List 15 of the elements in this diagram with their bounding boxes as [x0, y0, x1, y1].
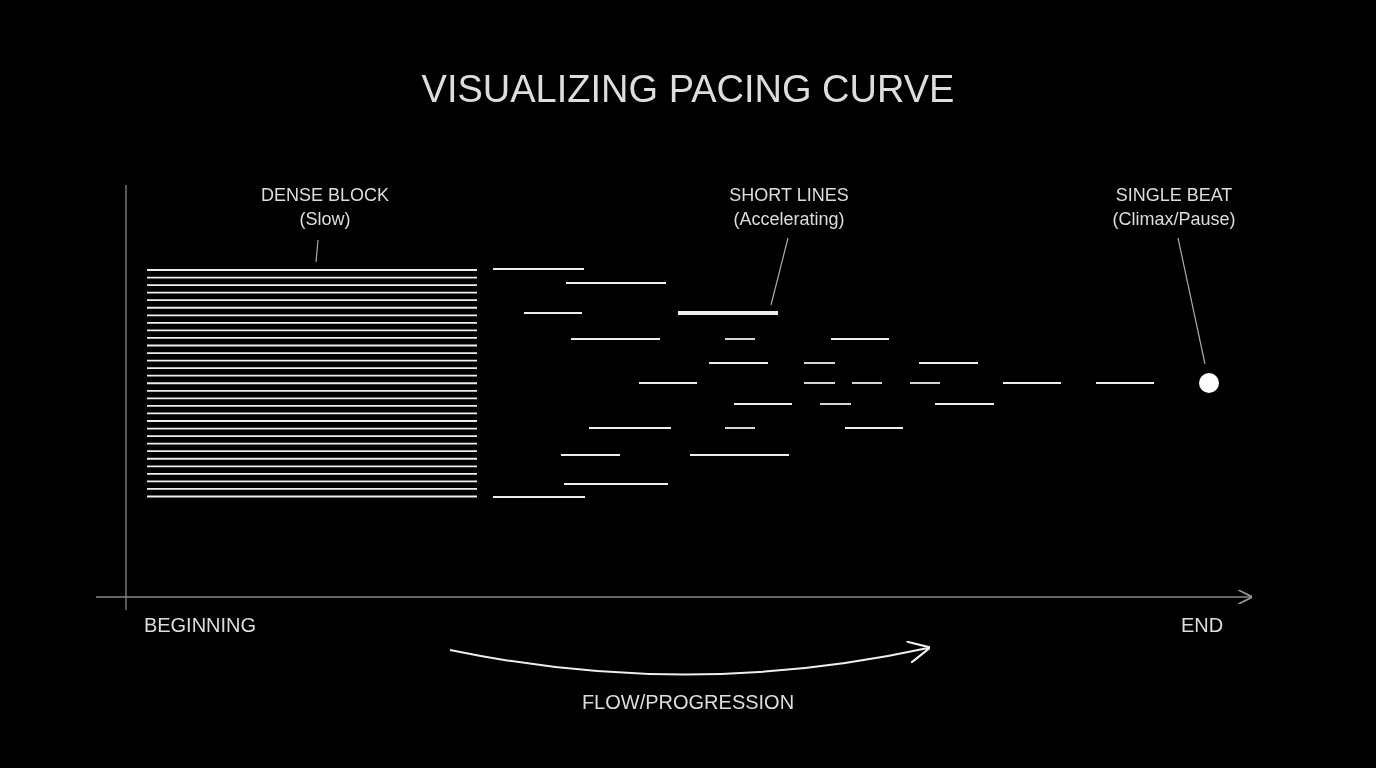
callout-text: DENSE BLOCK [261, 184, 389, 207]
callout-text: SINGLE BEAT [1114, 184, 1234, 207]
beat-dot [1199, 373, 1219, 393]
callout-text: SHORT LINES [729, 184, 849, 207]
leader-line [770, 237, 789, 306]
dense-lines-block [146, 268, 478, 500]
callout-text: (Slow) [298, 208, 352, 231]
title: VISUALIZING PACING CURVE [421, 68, 955, 111]
leader-line [315, 239, 319, 263]
axis-label: BEGINNING [143, 614, 257, 637]
leader-line [1177, 237, 1206, 365]
callout-text: (Climax/Pause) [1112, 208, 1236, 231]
axis-label: END [1180, 614, 1224, 637]
callout-text: (Accelerating) [732, 208, 846, 231]
axis-label: FLOW/PROGRESSION [581, 691, 795, 714]
